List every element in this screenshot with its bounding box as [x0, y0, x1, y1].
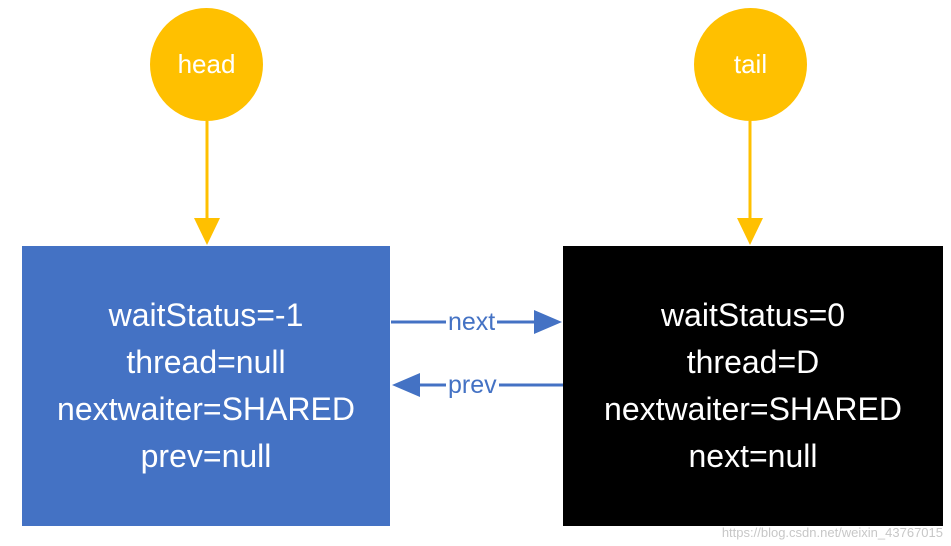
head-pointer: head	[150, 8, 263, 121]
tail-arrow-tip	[737, 218, 763, 245]
head-node: waitStatus=-1 thread=null nextwaiter=SHA…	[22, 246, 390, 526]
tail-label: tail	[733, 49, 768, 79]
head-label: head	[177, 49, 236, 79]
node-b-wait-status: waitStatus=0	[660, 297, 846, 333]
head-arrow-tip	[194, 218, 220, 245]
node-b-next-waiter: nextwaiter=SHARED	[604, 391, 902, 427]
node-a-next-waiter: nextwaiter=SHARED	[57, 391, 355, 427]
node-a-wait-status: waitStatus=-1	[108, 297, 304, 333]
node-a-thread: thread=null	[126, 344, 286, 380]
next-link-label: next	[446, 307, 498, 337]
node-a-prev: prev=null	[140, 438, 272, 474]
tail-node: waitStatus=0 thread=D nextwaiter=SHARED …	[563, 246, 943, 526]
next-arrow-tip	[534, 310, 562, 334]
node-b-thread: thread=D	[686, 344, 820, 380]
tail-pointer: tail	[694, 8, 807, 121]
watermark: https://blog.csdn.net/weixin_43767015	[721, 525, 943, 540]
prev-link-label: prev	[446, 370, 499, 400]
node-b-next: next=null	[688, 438, 818, 474]
prev-arrow-tip	[392, 373, 420, 397]
